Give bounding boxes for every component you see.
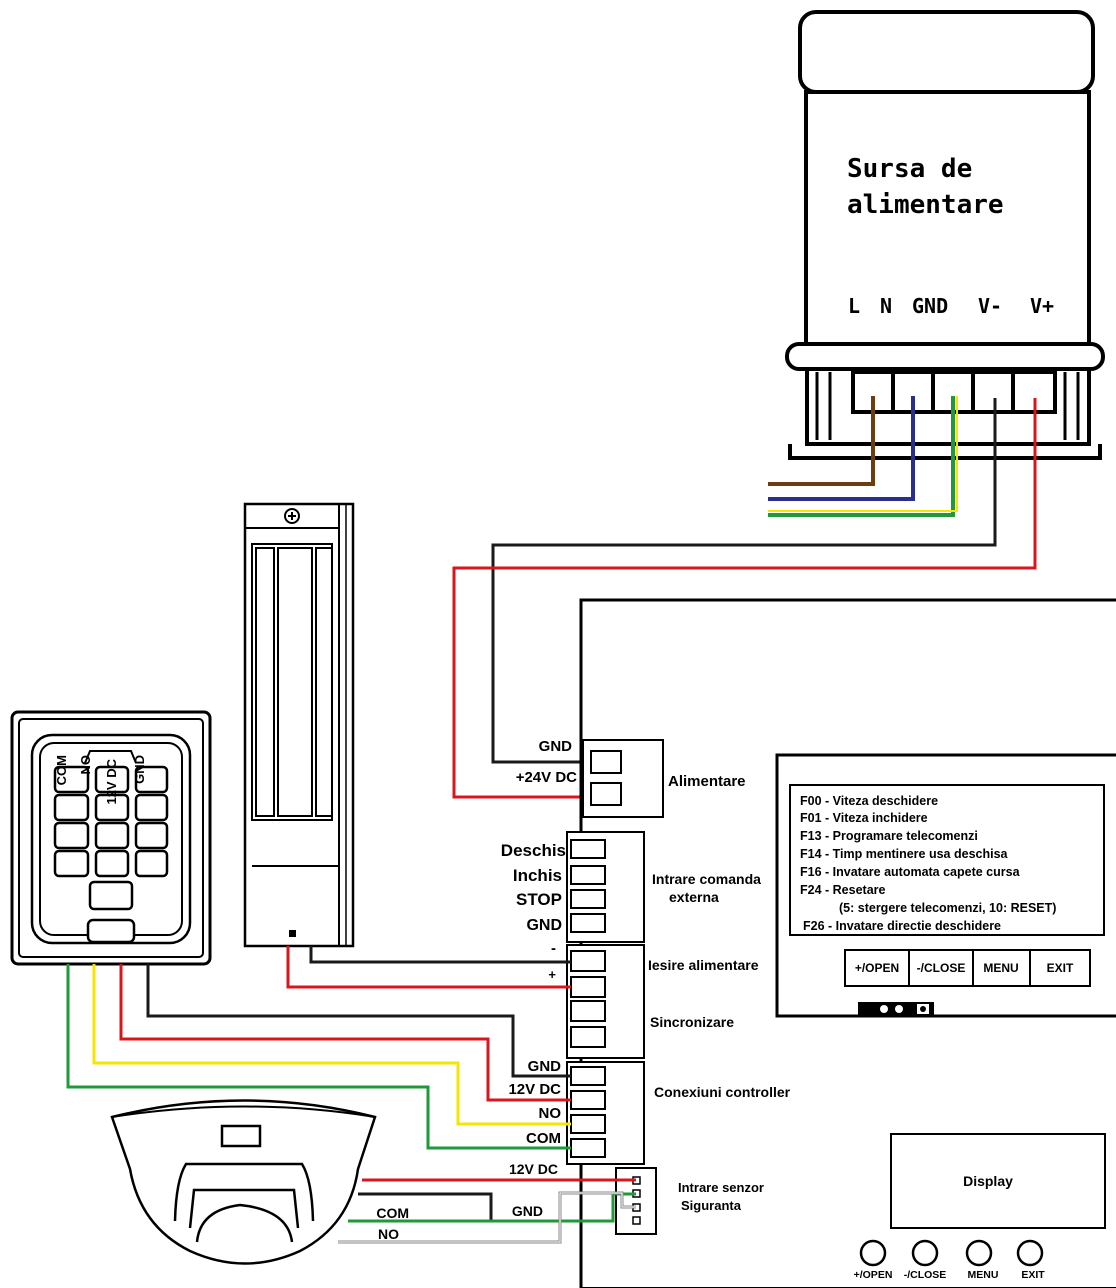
menu-panel: F00 - Viteza deschidere F01 - Viteza inc… — [775, 753, 1116, 1018]
display-label: Display — [963, 1173, 1013, 1189]
terminal-label-l: L — [848, 294, 860, 318]
power-in-gnd-label: GND — [539, 738, 573, 755]
sensor-wires — [338, 1178, 636, 1244]
sensor-no-label: NO — [378, 1226, 399, 1242]
menu-button-exit[interactable]: EXIT — [1029, 949, 1091, 987]
menu-button-close-label: -/CLOSE — [917, 961, 966, 975]
menu-button-exit-label: EXIT — [1047, 961, 1074, 975]
round-button-exit-label: EXIT — [1021, 1269, 1045, 1281]
round-button-close-label: -/CLOSE — [904, 1269, 947, 1281]
round-button-close[interactable] — [911, 1239, 939, 1267]
cmd-stop-label: STOP — [516, 890, 562, 909]
menu-line-f00: F00 - Viteza deschidere — [800, 794, 938, 808]
menu-button-open[interactable]: +/OPEN — [844, 949, 910, 987]
lock-wire-negative — [309, 946, 571, 964]
magnetic-lock — [243, 502, 355, 948]
power-out-plus-label: + — [548, 967, 556, 982]
round-button-open[interactable] — [859, 1239, 887, 1267]
external-command-connector: Deschis Inchis STOP GND Intrare comanda … — [501, 831, 761, 943]
power-in-24v-label: +24V DC — [516, 769, 577, 786]
sensor-section-label-1: Intrare senzor — [678, 1180, 764, 1195]
menu-line-f13: F13 - Programare telecomenzi — [800, 829, 978, 843]
terminal-label-v-minus: V- — [978, 294, 1002, 318]
menu-line-f14: F14 - Timp mentinere usa deschisa — [800, 847, 1009, 861]
terminal-label-v-plus: V+ — [1030, 294, 1054, 318]
power-out-section-label: Iesire alimentare — [648, 957, 759, 973]
cmd-section-label-2: externa — [669, 889, 719, 905]
keypad-no-label: NO — [78, 755, 93, 775]
lock-wire-positive — [286, 946, 571, 989]
cmd-gnd-label: GND — [526, 917, 562, 934]
menu-line-f01: F01 - Viteza inchidere — [800, 811, 928, 825]
sensor-section-label-2: Siguranta — [681, 1198, 742, 1213]
terminal-label-gnd: GND — [912, 294, 948, 318]
sync-section-label: Sincronizare — [650, 1014, 734, 1030]
supply-wires — [452, 396, 1037, 799]
ctrl-section-label: Conexiuni controller — [654, 1084, 791, 1100]
power-supply-title-1: Sursa de — [847, 154, 972, 184]
menu-line-f24: F24 - Resetare — [800, 883, 886, 897]
menu-button-close[interactable]: -/CLOSE — [908, 949, 974, 987]
sensor-connector: 12V DC GND COM NO Intrare senzor Siguran… — [376, 1161, 764, 1242]
power-in-section-label: Alimentare — [668, 773, 746, 790]
sensor-com-label: COM — [376, 1205, 409, 1221]
ctrl-12v-label: 12V DC — [508, 1081, 561, 1098]
terminal-label-n: N — [880, 294, 892, 318]
jumper-header — [858, 1002, 934, 1016]
keypad-com-label: COM — [54, 755, 69, 785]
menu-button-menu[interactable]: MENU — [972, 949, 1031, 987]
round-button-menu-label: MENU — [968, 1269, 999, 1281]
power-out-minus-label: - — [551, 940, 556, 957]
round-button-exit[interactable] — [1016, 1239, 1044, 1267]
cmd-section-label-1: Intrare comanda — [652, 871, 761, 887]
cmd-close-label: Inchis — [513, 866, 562, 885]
menu-button-open-label: +/OPEN — [855, 961, 899, 975]
menu-line-f26: F26 - Invatare directie deschidere — [803, 919, 1001, 933]
menu-line-f24-detail: (5: stergere telecomenzi, 10: RESET) — [839, 901, 1056, 915]
menu-line-f16: F16 - Invatare automata capete cursa — [800, 865, 1021, 879]
keypad: COM NO 12V DC GND — [10, 710, 212, 966]
sensor-12v-label: 12V DC — [509, 1161, 558, 1177]
controller-connector: GND 12V DC NO COM Conexiuni controller — [508, 1058, 791, 1165]
keypad-12v-label: 12V DC — [104, 758, 119, 804]
round-button-menu[interactable] — [965, 1239, 993, 1267]
power-in-connector: GND +24V DC Alimentare — [516, 738, 746, 818]
ctrl-no-label: NO — [539, 1105, 562, 1122]
round-button-open-label: +/OPEN — [854, 1269, 893, 1281]
sensor-gnd-label: GND — [512, 1203, 543, 1219]
motion-sensor — [110, 1099, 377, 1265]
keypad-wires — [66, 964, 571, 1150]
power-supply-title-2: alimentare — [847, 190, 1004, 220]
power-out-connector: - + Iesire alimentare Sincronizare — [548, 940, 759, 1059]
keypad-gnd-label: GND — [132, 755, 147, 784]
display-module: Display +/OPEN -/CLOSE MENU EXIT — [580, 1133, 1116, 1288]
menu-button-menu-label: MENU — [983, 961, 1018, 975]
power-supply: Sursa de alimentare L N GND V- V+ — [785, 10, 1105, 460]
cmd-open-label: Deschis — [501, 841, 566, 860]
ctrl-gnd-label: GND — [528, 1058, 562, 1075]
ctrl-com-label: COM — [526, 1130, 561, 1147]
